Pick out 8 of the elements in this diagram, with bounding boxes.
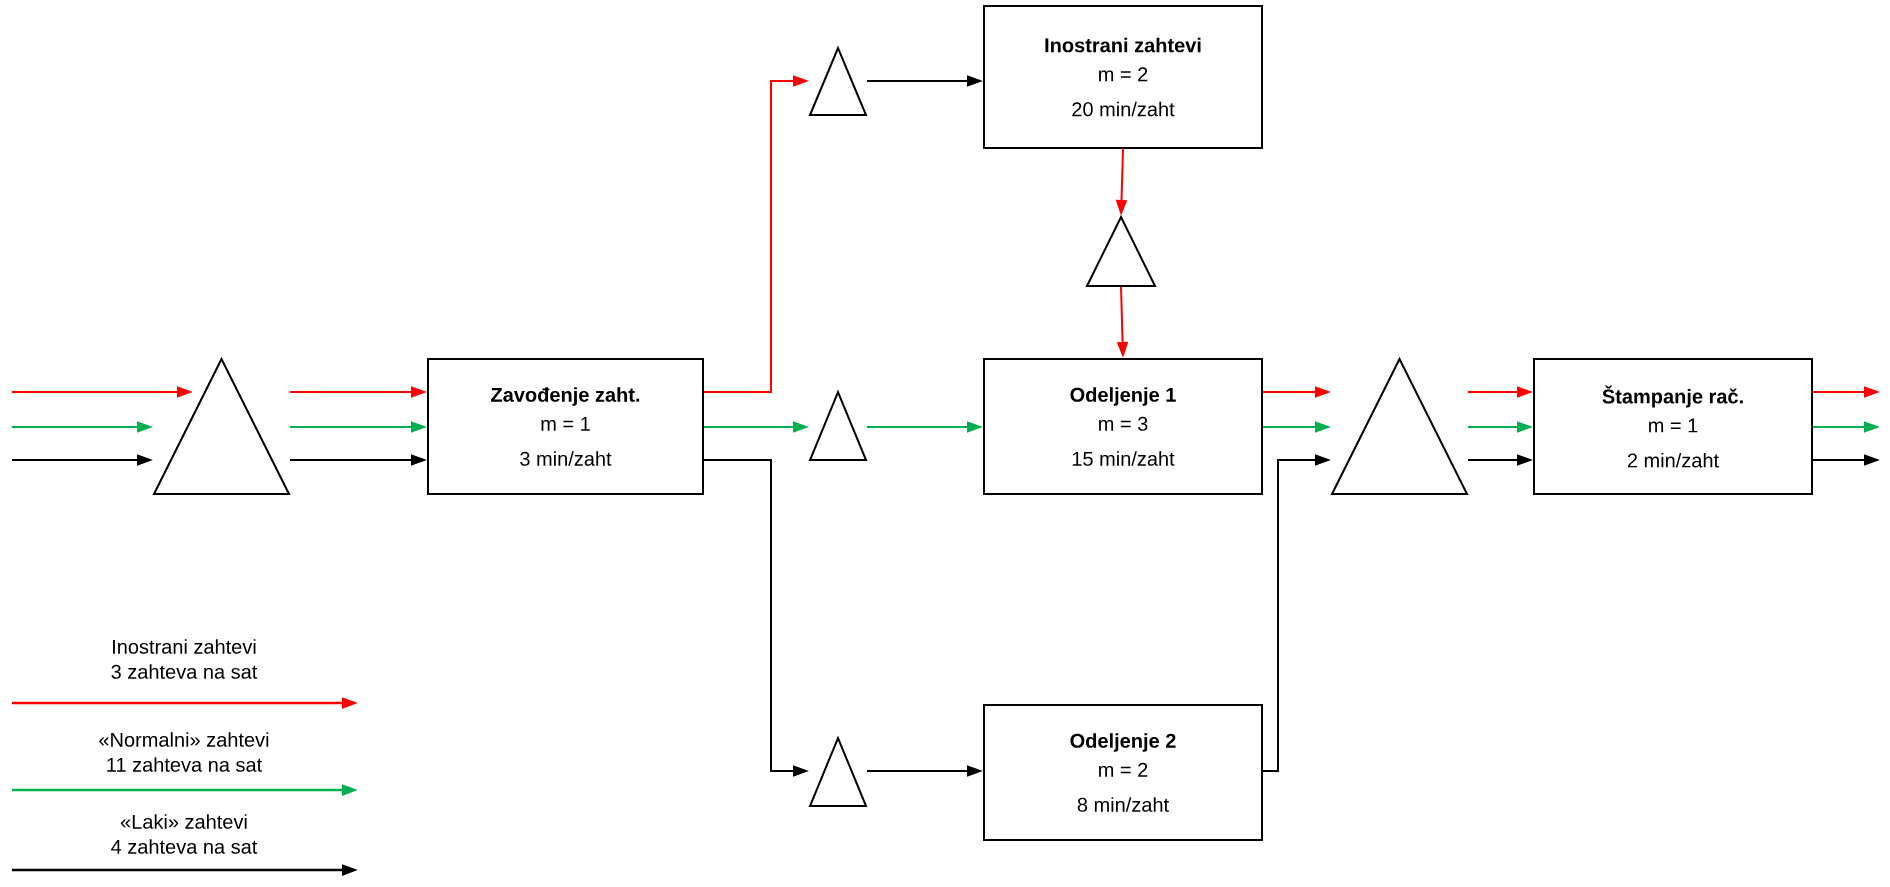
process-box: Zavođenje zaht. m = 1 3 min/zaht <box>427 358 704 495</box>
legend-label: «Normalni» zahtevi 11 zahteva na sat <box>99 732 269 772</box>
process-box: Inostrani zahtevi m = 2 20 min/zaht <box>983 5 1263 149</box>
process-box: Odeljenje 1 m = 3 15 min/zaht <box>983 358 1263 495</box>
process-box: Štampanje rač. m = 1 2 min/zaht <box>1533 358 1813 495</box>
legend-label: Inostrani zahtevi 3 zahteva na sat <box>111 639 258 679</box>
legend-label: «Laki» zahtevi 4 zahteva na sat <box>111 814 258 854</box>
process-box: Odeljenje 2 m = 2 8 min/zaht <box>983 704 1263 841</box>
